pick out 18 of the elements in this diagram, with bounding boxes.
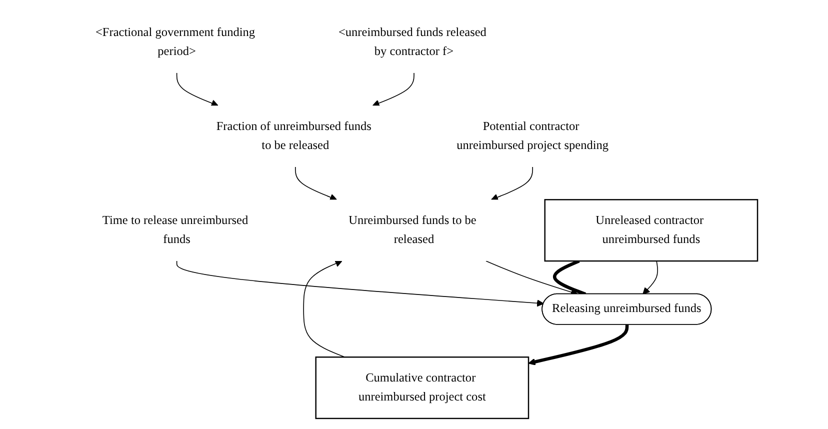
node-text: <unreimbursed funds released by contractor f> bbox=[338, 26, 486, 58]
arrow bbox=[176, 260, 544, 306]
node-text: <Fractional government funding period> bbox=[95, 26, 256, 58]
connector bbox=[553, 259, 586, 296]
node-text: Potential contractor unreimbursed project spending bbox=[456, 120, 609, 152]
node-text: Unreimbursed funds to be released bbox=[348, 214, 476, 246]
node-box bbox=[544, 198, 758, 262]
arrow bbox=[491, 166, 533, 200]
arrow bbox=[528, 324, 629, 365]
arrow bbox=[486, 260, 578, 296]
node-text: Time to release unreimbursed funds bbox=[102, 214, 248, 246]
stock-flow-diagram: <unreimbursed funds released by contractor f> <Fractional government funding period> Fraction of unreimbursed funds to be released Time to release unreimbursed funds Unreimbursed funds to be released Potential contractor unreimbursed project spending Unreleased contractor unreimbursed funds Releasing unreimbursed funds Cumulative contractor unreimbursed project cost bbox=[4, 4, 824, 424]
node-box bbox=[315, 356, 530, 419]
arrow bbox=[176, 72, 218, 106]
arrow bbox=[294, 166, 337, 200]
node-text: Fraction of unreimbursed funds to be released bbox=[216, 120, 372, 152]
arrow bbox=[642, 260, 658, 294]
arrow bbox=[372, 72, 414, 106]
